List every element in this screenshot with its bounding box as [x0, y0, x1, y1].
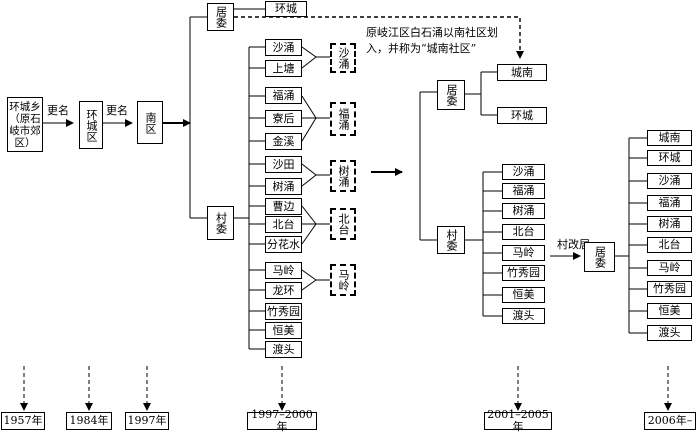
- village-item: 渡头: [265, 341, 302, 358]
- juwei-1997-box: 居委: [207, 3, 234, 31]
- village-item: 曹边: [265, 198, 302, 215]
- village-item: 树涌: [265, 178, 302, 195]
- village-item: 上塘: [265, 60, 302, 77]
- merged-village-box: 福涌: [330, 102, 356, 136]
- village-item-2001: 树涌: [502, 203, 545, 219]
- merged-village-box: 沙涌: [330, 43, 356, 73]
- timeline-label: 1997年: [125, 412, 169, 430]
- merged-village-box: 树涌: [330, 160, 356, 192]
- community-item-2006: 北台: [647, 237, 692, 253]
- village-item: 福涌: [265, 87, 302, 104]
- community-item-2006: 马岭: [647, 260, 692, 276]
- cunwei-1997-box: 村委: [207, 206, 234, 240]
- village-item: 寮后: [265, 110, 302, 127]
- community-item-2006: 渡头: [647, 325, 692, 341]
- timeline-label: 2006年–: [644, 412, 696, 430]
- community-item-2006: 福涌: [647, 195, 692, 211]
- rename-label-1: 更名: [47, 104, 69, 117]
- village-item-2001: 恒美: [502, 287, 545, 303]
- cunwei-2001-box: 村委: [437, 226, 465, 254]
- township-box: 环城乡（原石岐市郊区）: [7, 97, 43, 152]
- merged-village-box: 马岭: [330, 264, 356, 296]
- timeline-label: 1997–2000年: [247, 409, 317, 433]
- village-item-2001: 马岭: [502, 245, 545, 261]
- village-item: 沙涌: [265, 39, 302, 56]
- timeline-label: 1984年: [66, 412, 112, 430]
- village-item: 分花水: [265, 236, 302, 253]
- village-item: 马岭: [265, 262, 302, 279]
- juwei-2001-box: 居委: [437, 80, 465, 110]
- community-item-2001: 环城: [497, 107, 547, 124]
- community-item-2006: 沙涌: [647, 173, 692, 189]
- rename-label-2: 更名: [106, 104, 128, 117]
- community-item-2006: 树涌: [647, 216, 692, 232]
- village-item-2001: 沙涌: [502, 164, 545, 180]
- village-item-2001: 北台: [502, 224, 545, 240]
- village-item: 沙田: [265, 156, 302, 173]
- village-item-2001: 竹秀园: [502, 265, 545, 281]
- community-item-2006: 竹秀园: [647, 281, 692, 297]
- timeline-label: 1957年: [1, 412, 45, 430]
- district-1997-box: 南区: [137, 101, 163, 144]
- juwei-2006-box: 居委: [584, 242, 615, 272]
- community-huancheng-1997: 环城: [265, 1, 307, 17]
- village-item: 竹秀园: [265, 303, 302, 320]
- community-item-2006: 城南: [647, 130, 692, 146]
- community-item-2006: 恒美: [647, 303, 692, 319]
- timeline-label: 2001–2005年: [484, 409, 552, 433]
- conversion-label: 村改居: [557, 238, 590, 251]
- annotation-text: 原岐江区白石涌以南社区划入，并称为“城南社区”: [366, 26, 498, 55]
- village-item: 金溪: [265, 133, 302, 150]
- village-item-2001: 福涌: [502, 183, 545, 199]
- village-item: 北台: [265, 216, 302, 233]
- community-item-2006: 环城: [647, 150, 692, 166]
- village-item: 龙环: [265, 282, 302, 299]
- district-1984-box: 环城区: [79, 101, 103, 149]
- village-item-2001: 渡头: [502, 308, 545, 324]
- community-item-2001: 城南: [497, 64, 547, 81]
- merged-village-box: 北台: [330, 208, 356, 240]
- village-item: 恒美: [265, 322, 302, 339]
